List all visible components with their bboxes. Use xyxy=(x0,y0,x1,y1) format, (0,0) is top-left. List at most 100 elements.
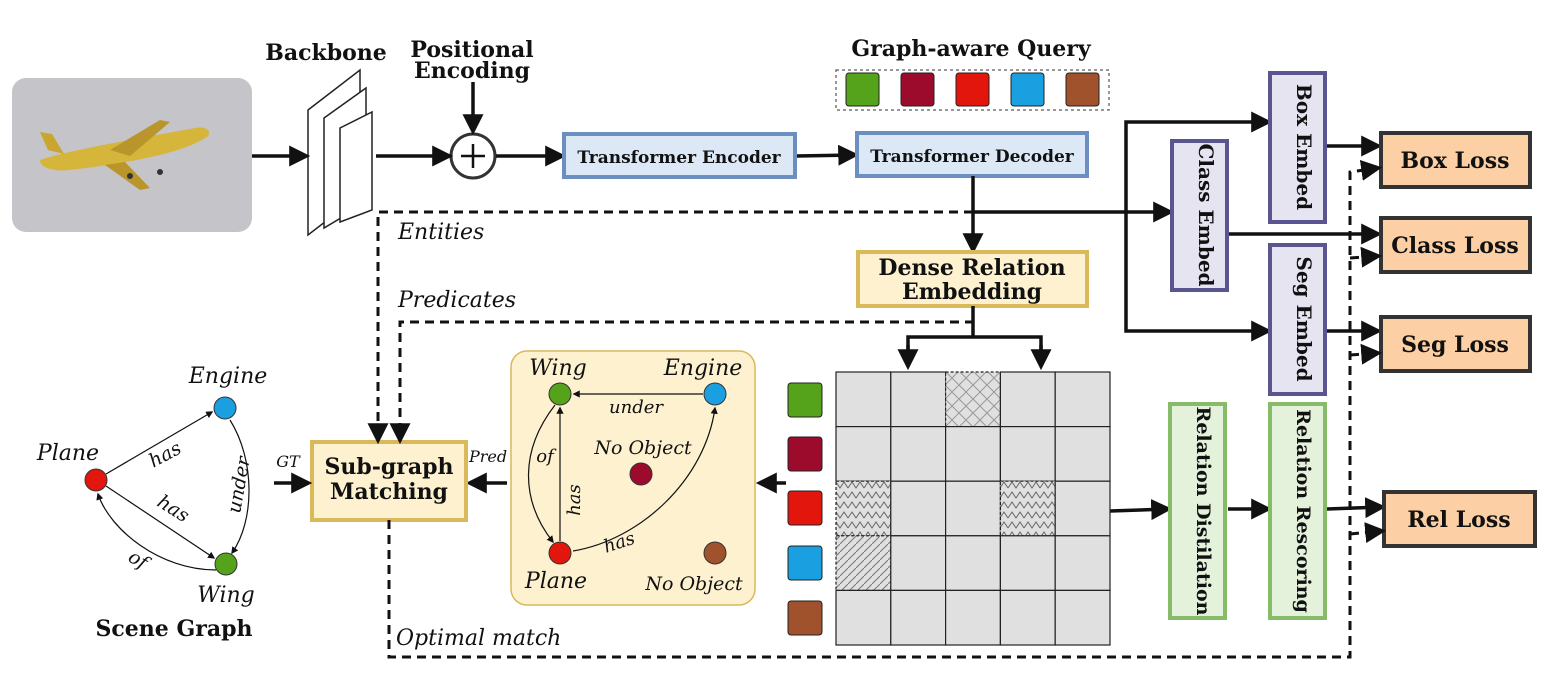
box-loss-label: Box Loss xyxy=(1401,148,1510,174)
query-token xyxy=(955,72,990,107)
scene-edge-under: under xyxy=(223,453,255,515)
transformer-encoder-label: Transformer Encoder xyxy=(577,148,781,168)
pred-node-no-object-1: No Object xyxy=(593,437,692,459)
graph-aware-query-label: Graph-aware Query xyxy=(851,36,1092,62)
grid-cell xyxy=(835,426,892,482)
relation-distilation-label: Relation Distilation xyxy=(1192,407,1214,616)
query-token xyxy=(900,72,935,107)
grid-cell xyxy=(999,426,1056,482)
grid-cell xyxy=(944,589,1001,646)
scene-edge-of: of xyxy=(124,546,154,576)
dense-relation-label-line1: Dense Relation xyxy=(878,255,1065,281)
grid-cell xyxy=(1054,426,1111,482)
scene-graph-title: Scene Graph xyxy=(96,616,253,642)
gt-label: GT xyxy=(276,452,301,471)
subgraph-label-line1: Sub-graph xyxy=(324,454,453,480)
grid-cell xyxy=(890,426,947,482)
dense-relation-label-line2: Embedding xyxy=(902,279,1042,305)
dense-relation-block: Dense Relation Embedding xyxy=(856,250,1089,308)
dashed-flows xyxy=(367,159,1387,659)
optimal-match-label: Optimal match xyxy=(396,626,561,651)
class-embed-label: Class Embed xyxy=(1194,143,1218,286)
rel-loss-label: Rel Loss xyxy=(1407,507,1510,533)
class-loss-label: Class Loss xyxy=(1391,233,1518,259)
grid-cell xyxy=(999,480,1056,537)
scene-node-plane: Plane xyxy=(36,441,99,466)
decoder-arrows xyxy=(962,111,1387,521)
grid-cell xyxy=(1054,371,1111,428)
pred-edge-has-1: has xyxy=(564,484,585,516)
grid-cell xyxy=(1054,589,1111,646)
box-embed-block: Box Embed xyxy=(1268,71,1327,224)
relation-grid xyxy=(835,371,1111,646)
grid-cell xyxy=(999,371,1056,428)
box-embed-label: Box Embed xyxy=(1292,84,1316,210)
grid-cell xyxy=(944,480,1001,537)
grid-cell xyxy=(944,426,1001,482)
pred-token xyxy=(787,436,823,472)
grid-cell xyxy=(835,371,892,428)
predicates-label: Predicates xyxy=(397,288,516,313)
class-loss: Class Loss xyxy=(1379,216,1532,274)
query-token xyxy=(845,72,880,107)
grid-cell xyxy=(890,589,947,646)
grid-cell xyxy=(999,535,1056,591)
seg-loss: Seg Loss xyxy=(1379,315,1532,373)
backbone-layers xyxy=(307,68,373,237)
grid-cell xyxy=(890,535,947,591)
grid-cell xyxy=(999,589,1056,646)
transformer-encoder-block: Transformer Encoder xyxy=(562,132,797,179)
seg-loss-label: Seg Loss xyxy=(1401,332,1509,358)
pred-node-wing: Wing xyxy=(529,356,587,381)
positional-label-line2: Encoding xyxy=(414,58,530,84)
relation-distilation-block: Relation Distilation xyxy=(1168,402,1227,620)
scene-node-engine: Engine xyxy=(188,364,268,389)
grid-cell xyxy=(835,589,892,646)
pred-node-engine: Engine xyxy=(663,356,743,381)
class-embed-block: Class Embed xyxy=(1170,139,1229,292)
pred-token xyxy=(787,382,823,418)
subgraph-matching-block: Sub-graph Matching xyxy=(310,440,468,522)
backbone-label: Backbone xyxy=(265,40,387,66)
pred-token xyxy=(787,545,823,581)
grid-cell xyxy=(944,535,1001,591)
relation-rescoring-label: Relation Rescoring xyxy=(1292,409,1314,613)
grid-cell xyxy=(890,480,947,537)
scene-edge-has-1: has xyxy=(145,437,185,472)
scene-node-wing: Wing xyxy=(197,583,255,608)
scene-graph: Plane Engine Wing has has under of Scene… xyxy=(36,364,267,642)
transformer-decoder-label: Transformer Decoder xyxy=(870,147,1075,167)
query-tokens xyxy=(835,69,1110,111)
grid-cell xyxy=(890,371,947,428)
pred-query-column xyxy=(787,382,823,636)
query-token xyxy=(1065,72,1100,107)
prediction-graph: Wing Engine No Object Plane No Object un… xyxy=(510,350,756,606)
pred-label: Pred xyxy=(468,447,507,466)
pred-token xyxy=(787,490,823,526)
relation-rescoring-block: Relation Rescoring xyxy=(1268,402,1327,620)
rel-loss: Rel Loss xyxy=(1382,490,1537,548)
grid-cell xyxy=(835,535,892,591)
positional-label-line1: Positional xyxy=(410,37,533,63)
query-token xyxy=(1010,72,1045,107)
seg-embed-label: Seg Embed xyxy=(1292,256,1316,381)
grid-cell xyxy=(944,371,1001,428)
pred-node-plane: Plane xyxy=(524,569,587,594)
grid-cell xyxy=(1054,535,1111,591)
pred-edge-of: of xyxy=(536,446,557,467)
pred-node-no-object-2: No Object xyxy=(644,573,743,595)
grid-cell xyxy=(835,480,892,537)
plus-icon xyxy=(449,132,497,180)
transformer-decoder-block: Transformer Decoder xyxy=(855,131,1089,178)
subgraph-label-line2: Matching xyxy=(330,479,448,505)
top-arrows xyxy=(252,82,860,167)
entities-label: Entities xyxy=(397,220,484,245)
dense-to-grid-arrows xyxy=(897,306,1052,371)
pred-token xyxy=(787,600,823,636)
seg-embed-block: Seg Embed xyxy=(1268,243,1327,396)
pred-edge-under: under xyxy=(609,397,664,418)
grid-cell xyxy=(1054,480,1111,537)
box-loss: Box Loss xyxy=(1379,131,1532,189)
airplane-image xyxy=(12,78,252,232)
